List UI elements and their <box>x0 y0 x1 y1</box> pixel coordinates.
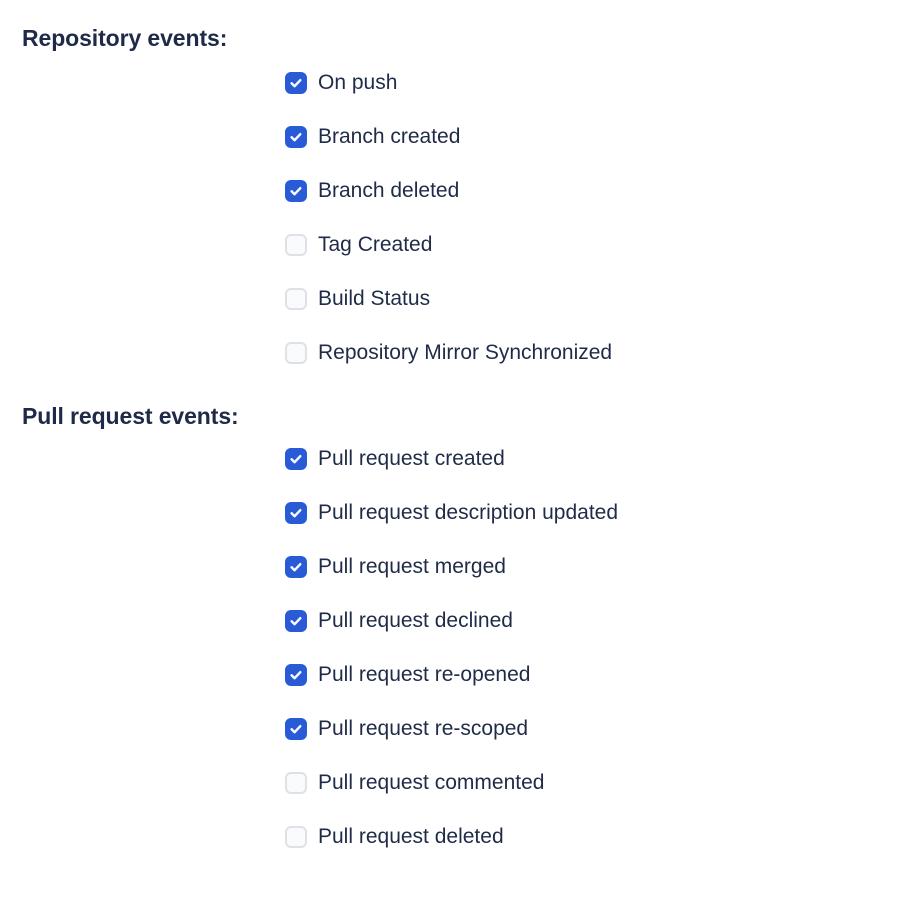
checkbox-tag-created[interactable] <box>285 234 307 256</box>
checkbox-pull-request-commented[interactable] <box>285 772 307 794</box>
option-row-pull-request-re-opened[interactable]: Pull request re-opened <box>0 648 914 702</box>
option-row-build-status[interactable]: Build Status <box>0 272 914 326</box>
option-row-pull-request-commented[interactable]: Pull request commented <box>0 756 914 810</box>
check-icon <box>290 455 302 464</box>
check-icon <box>290 725 302 734</box>
check-icon <box>290 187 302 196</box>
option-label: Pull request deleted <box>318 825 504 848</box>
checkbox-on-push[interactable] <box>285 72 307 94</box>
option-label: Branch deleted <box>318 179 460 202</box>
option-label: Tag Created <box>318 233 433 256</box>
checkbox-pull-request-declined[interactable] <box>285 610 307 632</box>
option-label: On push <box>318 71 398 94</box>
option-label: Branch created <box>318 125 461 148</box>
check-icon <box>290 563 302 572</box>
checkbox-pull-request-merged[interactable] <box>285 556 307 578</box>
checkbox-pull-request-deleted[interactable] <box>285 826 307 848</box>
option-row-pull-request-merged[interactable]: Pull request merged <box>0 540 914 594</box>
checkbox-branch-deleted[interactable] <box>285 180 307 202</box>
checkbox-pull-request-re-opened[interactable] <box>285 664 307 686</box>
option-label: Pull request created <box>318 447 505 470</box>
option-label: Pull request declined <box>318 609 513 632</box>
option-row-tag-created[interactable]: Tag Created <box>0 218 914 272</box>
check-icon <box>290 79 302 88</box>
option-label: Build Status <box>318 287 431 310</box>
option-row-pull-request-description-updated[interactable]: Pull request description updated <box>0 486 914 540</box>
option-label: Pull request merged <box>318 555 506 578</box>
option-row-pull-request-created[interactable]: Pull request created <box>0 432 914 486</box>
checkbox-build-status[interactable] <box>285 288 307 310</box>
option-label: Pull request re-scoped <box>318 717 529 740</box>
pull-request-events-section: Pull request events: Pull request create… <box>0 402 914 864</box>
pull-request-events-heading: Pull request events: <box>22 403 239 429</box>
option-label: Pull request re-opened <box>318 663 531 686</box>
option-label: Pull request commented <box>318 771 545 794</box>
option-row-branch-deleted[interactable]: Branch deleted <box>0 164 914 218</box>
checkbox-pull-request-re-scoped[interactable] <box>285 718 307 740</box>
option-row-pull-request-re-scoped[interactable]: Pull request re-scoped <box>0 702 914 756</box>
option-row-pull-request-declined[interactable]: Pull request declined <box>0 594 914 648</box>
checkbox-repository-mirror-synchronized[interactable] <box>285 342 307 364</box>
check-icon <box>290 509 302 518</box>
repository-events-heading: Repository events: <box>22 25 228 51</box>
option-label: Repository Mirror Synchronized <box>318 341 613 364</box>
check-icon <box>290 133 302 142</box>
option-row-pull-request-deleted[interactable]: Pull request deleted <box>0 810 914 864</box>
option-row-branch-created[interactable]: Branch created <box>0 110 914 164</box>
checkbox-pull-request-created[interactable] <box>285 448 307 470</box>
option-row-repository-mirror-synchronized[interactable]: Repository Mirror Synchronized <box>0 326 914 380</box>
checkbox-pull-request-description-updated[interactable] <box>285 502 307 524</box>
checkbox-branch-created[interactable] <box>285 126 307 148</box>
check-icon <box>290 617 302 626</box>
check-icon <box>290 671 302 680</box>
option-label: Pull request description updated <box>318 501 619 524</box>
option-row-on-push[interactable]: On push <box>0 56 914 110</box>
